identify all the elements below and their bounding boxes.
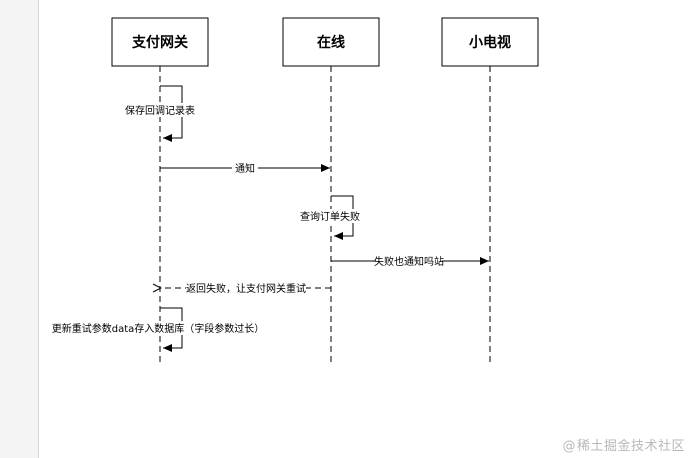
message-return-fail-bg <box>186 281 306 295</box>
message-return-fail-label: 返回失败，让支付网关重试 <box>186 282 306 295</box>
message-notify-bg <box>232 161 258 175</box>
participant-gateway-label: 支付网关 <box>131 34 188 51</box>
self-message-query-order-label: 查询订单失败 <box>300 210 360 223</box>
participant-online-label: 在线 <box>317 34 345 51</box>
self-message-save-callback-label: 保存回调记录表 <box>125 104 195 117</box>
message-notify-label: 通知 <box>235 162 255 175</box>
participant-online-box <box>282 17 380 67</box>
left-gutter <box>0 0 39 458</box>
self-message-save-callback-bg <box>124 103 196 117</box>
self-message-query-order-bg <box>299 209 361 223</box>
self-message-update-retry-label: 更新重试参数data存入数据库（字段参数过长） <box>52 322 265 335</box>
participant-gateway-box <box>111 17 209 67</box>
watermark: @稀土掘金技术社区 <box>562 435 685 454</box>
message-fail-notify-station-bg <box>376 254 442 268</box>
message-fail-notify-station-label: 失败也通知吗站 <box>374 255 444 268</box>
participant-tv-label: 小电视 <box>469 34 511 51</box>
participant-tv-box <box>441 17 539 67</box>
self-message-update-retry-bg <box>58 321 258 335</box>
watermark-text: 稀土掘金技术社区 <box>576 439 685 454</box>
watermark-at: @ <box>562 439 576 454</box>
